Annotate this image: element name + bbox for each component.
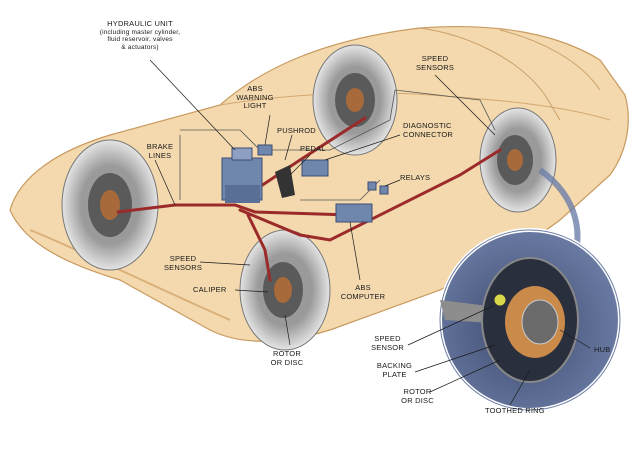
- pushrod-text: PUSHROD: [277, 126, 316, 135]
- label-pedal: PEDAL: [300, 144, 326, 154]
- relay-unit-1: [367, 181, 377, 191]
- abs-computer-unit: [335, 203, 373, 223]
- rotor-disc-main-line-1: ROTOR: [273, 349, 301, 358]
- label-rotor-disc-main: ROTOR OR DISC: [262, 349, 312, 367]
- label-hydraulic-unit: HYDRAULIC UNIT (including master cylinde…: [90, 19, 190, 51]
- rotor-disc-main-line-2: OR DISC: [270, 357, 304, 367]
- speed-sensors-top-line-2: SENSORS: [415, 62, 455, 72]
- rear-left-wheel: [239, 229, 331, 351]
- label-rotor-disc-inset: ROTOR OR DISC: [395, 387, 440, 405]
- label-abs-warning-light: ABS WARNING LIGHT: [225, 84, 285, 111]
- leader-lines: [149, 59, 591, 406]
- rear-right-wheel: [479, 107, 557, 213]
- diagnostic-connector-unit: [301, 159, 329, 177]
- label-speed-sensors-top: SPEED SENSORS: [405, 54, 465, 72]
- abs-computer-line-1: ABS: [355, 283, 371, 292]
- hydraulic-unit-line-3: & actuators): [121, 43, 159, 51]
- speed-sensors-left-line-2: SENSORS: [163, 262, 203, 272]
- toothed-ring-text: TOOTHED RING: [485, 406, 545, 415]
- abs-warning-light-line-3: LIGHT: [243, 101, 267, 110]
- rotor-disc-inset-line-1: ROTOR: [403, 387, 432, 396]
- backing-plate-line-2: PLATE: [382, 369, 407, 379]
- abs-warning-light-line-2: WARNING: [236, 92, 274, 102]
- backing-plate-line-1: BACKING: [376, 361, 413, 370]
- speed-sensors-top-line-1: SPEED: [421, 54, 449, 63]
- front-right-wheel: [312, 44, 398, 156]
- speed-sensors-left-line-1: SPEED: [169, 254, 197, 263]
- speed-sensor-inset-line-1: SPEED: [374, 334, 401, 343]
- rotor-disc-inset-line-2: OR DISC: [401, 395, 434, 405]
- relays-text: RELAYS: [400, 173, 431, 182]
- brake-lines-line-1: BRAKE: [146, 142, 174, 151]
- label-abs-computer: ABS COMPUTER: [338, 283, 388, 301]
- hydraulic-unit-line-1: (including master cylinder,: [99, 28, 181, 36]
- caliper-text: CALIPER: [193, 285, 227, 294]
- label-relays: RELAYS: [400, 173, 431, 183]
- relay-unit-2: [379, 185, 389, 195]
- pedal-shape: [275, 165, 295, 198]
- inset-detail: [438, 228, 622, 412]
- hydraulic-unit: [221, 147, 263, 203]
- front-left-wheel: [61, 139, 159, 271]
- label-toothed-ring: TOOTHED RING: [485, 406, 545, 416]
- abs-computer-line-2: COMPUTER: [340, 291, 386, 301]
- label-hub: HUB: [594, 345, 611, 355]
- speed-sensor-shape: [493, 293, 507, 307]
- label-diagnostic-connector: DIAGNOSTIC CONNECTOR: [403, 121, 453, 139]
- label-brake-lines: BRAKE LINES: [135, 142, 185, 160]
- hub-shape: [521, 299, 559, 345]
- hub-text: HUB: [594, 345, 611, 354]
- diagnostic-connector-line-2: CONNECTOR: [403, 129, 453, 139]
- hydraulic-unit-line-2: fluid reservoir, valves: [107, 36, 173, 43]
- speed-sensor-inset-line-2: SENSOR: [371, 342, 404, 352]
- label-speed-sensor-inset: SPEED SENSOR: [365, 334, 410, 352]
- label-backing-plate: BACKING PLATE: [372, 361, 417, 379]
- label-speed-sensors-left: SPEED SENSORS: [158, 254, 208, 272]
- brake-lines-line-2: LINES: [148, 150, 172, 160]
- label-caliper: CALIPER: [193, 285, 227, 295]
- abs-warning-light-line-1: ABS: [247, 84, 263, 93]
- abs-warning-light-unit: [257, 144, 273, 156]
- hydraulic-unit-title: HYDRAULIC UNIT: [107, 19, 173, 28]
- label-pushrod: PUSHROD: [277, 126, 316, 136]
- diagnostic-connector-line-1: DIAGNOSTIC: [403, 121, 452, 130]
- pedal-text: PEDAL: [300, 144, 326, 153]
